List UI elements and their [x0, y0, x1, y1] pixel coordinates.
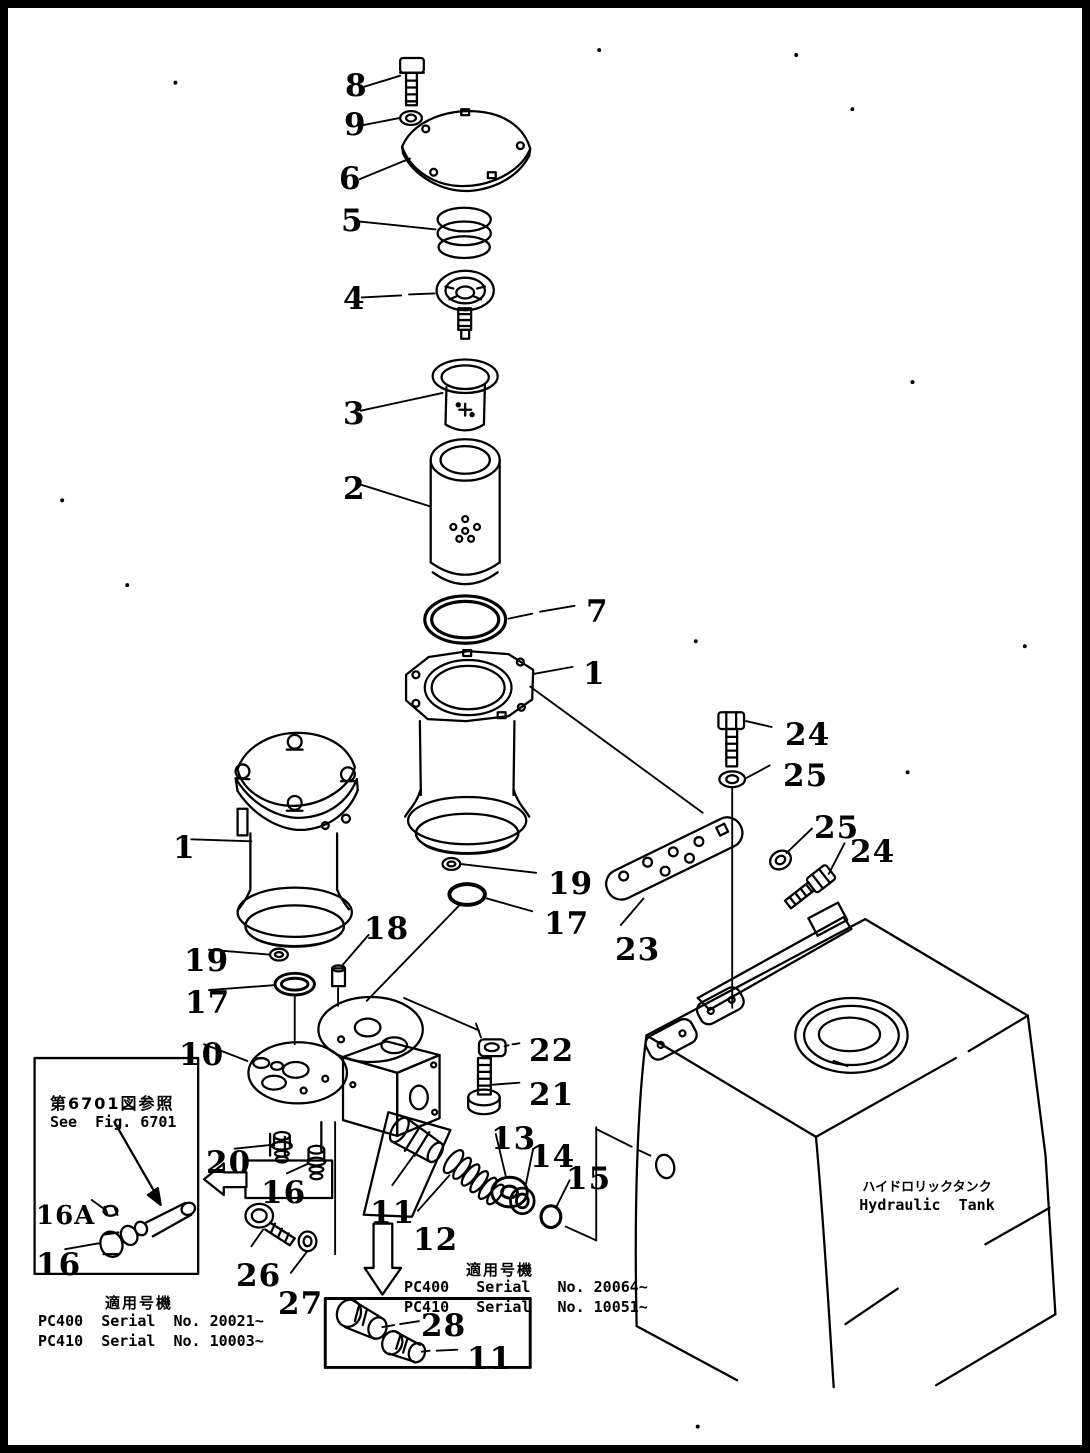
- callout-17-right: 17: [544, 906, 590, 942]
- pin-18-drawing: [331, 964, 347, 988]
- hollow-arrow-left: [202, 1162, 248, 1197]
- element-2-drawing: [429, 438, 501, 586]
- scan-speckles: [60, 48, 1027, 1429]
- callout-1-left: 1: [173, 830, 196, 866]
- callout-28: 28: [421, 1308, 467, 1344]
- case-1-right-drawing: [403, 649, 535, 855]
- bottom-box-drawing: [323, 1297, 532, 1369]
- ref-box-title-jp: 第6701図参照: [50, 1094, 175, 1113]
- spring-5-drawing: [436, 206, 492, 260]
- sleeve-3-drawing: [431, 358, 499, 432]
- tank-label-en: Hydraulic Tank: [859, 1196, 995, 1214]
- hollow-arrow-down: [363, 1222, 403, 1296]
- callout-16-box: 16: [261, 1175, 307, 1211]
- bracket-23-drawing: [605, 816, 744, 901]
- callout-20: 20: [206, 1145, 252, 1181]
- serial-left-line1: PC400 Serial No. 20021~: [38, 1312, 264, 1330]
- elbow-11-bottom-drawing: [381, 1330, 427, 1364]
- tank-label-jp: ハイドロリックタンク: [862, 1180, 992, 1195]
- callout-23: 23: [615, 932, 661, 968]
- ref-box-drawing: [33, 1056, 200, 1275]
- tank-drawing: [634, 901, 1057, 1389]
- diagram-line-art: [33, 48, 1057, 1429]
- bolt-24-side-drawing: [783, 864, 837, 910]
- callout-26: 26: [236, 1258, 282, 1294]
- callout-16-left: 16: [36, 1247, 82, 1283]
- serial-mid-line1: PC400 Serial No. 20064~: [404, 1278, 648, 1296]
- elbow-11-drawing: [388, 1116, 445, 1164]
- callout-17-left: 17: [185, 985, 231, 1021]
- elbow-28-drawing: [335, 1298, 388, 1341]
- callout-19-left: 19: [184, 943, 230, 979]
- callout-5: 5: [341, 203, 364, 239]
- bolt-21-drawing: [467, 1056, 501, 1116]
- callout-19-right: 19: [548, 866, 594, 902]
- callout-24-side: 24: [850, 834, 896, 870]
- ring-19-right-drawing: [441, 856, 462, 871]
- callout-14: 14: [530, 1139, 576, 1175]
- callout-1-right: 1: [583, 656, 606, 692]
- callout-12: 12: [413, 1222, 459, 1258]
- bolt-24-top-drawing: [717, 711, 746, 768]
- oring-17-left-drawing: [273, 971, 316, 997]
- bolt-26-drawing: [244, 1202, 296, 1247]
- washer-14-drawing: [509, 1186, 536, 1216]
- valve-4-drawing: [435, 269, 495, 340]
- callout-7: 7: [586, 594, 609, 630]
- ref-box-title-en: See Fig. 6701: [50, 1113, 177, 1131]
- nut-22-drawing: [477, 1038, 507, 1058]
- oring-17-right-drawing: [447, 882, 487, 907]
- case-1-left-drawing: [234, 731, 359, 948]
- callout-25-top: 25: [783, 758, 829, 794]
- callout-15: 15: [566, 1161, 612, 1197]
- oring-15-drawing: [539, 1204, 563, 1230]
- bolt-8-drawing: [399, 56, 425, 107]
- oring-7-drawing: [423, 594, 508, 645]
- serial-left-header: 適用号機: [105, 1294, 174, 1312]
- callout-18: 18: [364, 911, 410, 947]
- leader-lines: [64, 74, 846, 1353]
- callout-8: 8: [345, 68, 368, 104]
- callout-10: 10: [179, 1037, 225, 1073]
- washer-25-top-drawing: [718, 770, 747, 789]
- cover-6-drawing: [400, 108, 532, 193]
- callout-11-box: 11: [370, 1195, 416, 1231]
- callout-2: 2: [343, 471, 366, 507]
- callout-24-top: 24: [785, 717, 831, 753]
- callout-9: 9: [344, 107, 367, 143]
- callout-11-bottom: 11: [467, 1341, 513, 1377]
- callout-22: 22: [529, 1033, 575, 1069]
- callout-27: 27: [278, 1286, 324, 1322]
- callout-4: 4: [343, 281, 366, 317]
- nipple-12-drawing: [442, 1149, 505, 1206]
- tilted-box-11: [362, 1111, 452, 1218]
- serial-mid-header: 適用号機: [466, 1261, 535, 1279]
- washer-25-side-drawing: [768, 849, 793, 871]
- washer-27-drawing: [297, 1230, 318, 1253]
- callout-13: 13: [491, 1121, 537, 1157]
- callout-3: 3: [343, 396, 366, 432]
- callout-21: 21: [529, 1077, 575, 1113]
- serial-mid-line2: PC410 Serial No. 10051~: [404, 1298, 648, 1316]
- washer-9-drawing: [399, 110, 423, 127]
- plug-20-drawing: [270, 1130, 293, 1164]
- callout-25-side: 25: [814, 810, 860, 846]
- ring-19-left-drawing: [268, 947, 289, 962]
- callout-6: 6: [339, 161, 362, 197]
- callout-16a: 16A: [36, 1201, 96, 1231]
- serial-left-line2: PC410 Serial No. 10003~: [38, 1332, 264, 1350]
- plug-16-right-drawing: [306, 1144, 327, 1181]
